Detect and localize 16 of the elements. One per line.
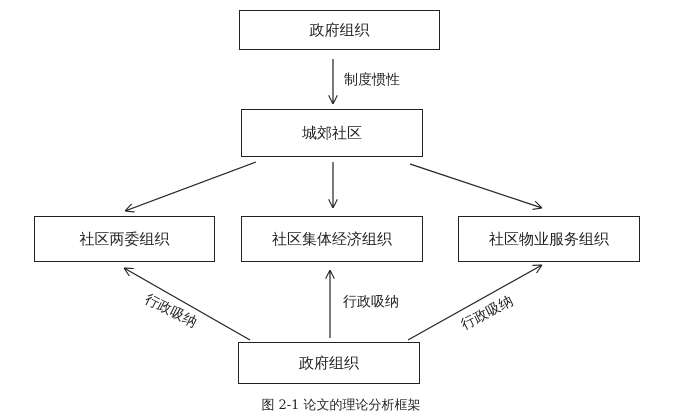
- process-box: 城郊社区: [241, 109, 423, 157]
- process-box: 社区集体经济组织: [241, 216, 423, 262]
- process-box: 社区物业服务组织: [458, 216, 640, 262]
- arrow: [124, 161, 256, 213]
- figure-caption: 图 2-1 论文的理论分析框架: [261, 398, 421, 413]
- edge-label: 制度惯性: [343, 72, 401, 88]
- arrow: [324, 269, 336, 338]
- arrow: [328, 59, 338, 105]
- arrow: [328, 162, 338, 209]
- arrow: [408, 264, 543, 341]
- arrow: [123, 267, 250, 341]
- process-box: 政府组织: [238, 342, 420, 384]
- process-box: 政府组织: [239, 10, 440, 50]
- arrow: [410, 163, 543, 210]
- edge-label: 行政吸纳: [342, 294, 400, 310]
- process-box: 社区两委组织: [34, 216, 215, 262]
